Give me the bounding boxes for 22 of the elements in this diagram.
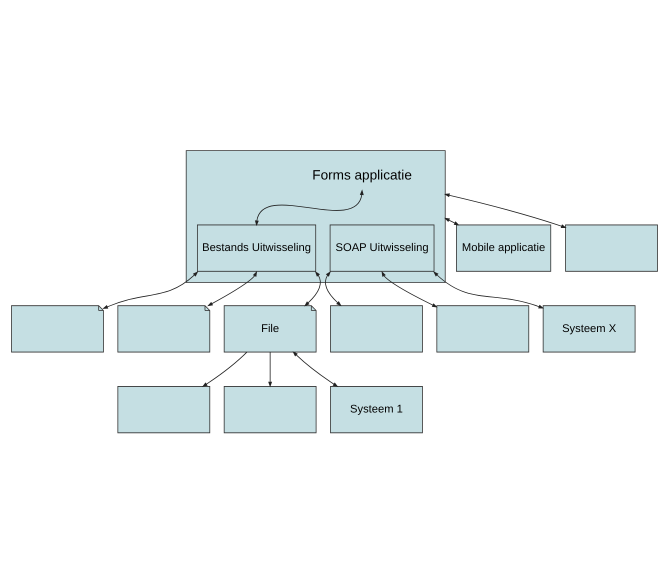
node-box: Bestands Uitwisseling xyxy=(197,224,316,272)
arrow xyxy=(102,271,198,309)
arrow xyxy=(268,352,272,388)
node-box xyxy=(565,224,658,272)
node-box xyxy=(436,305,530,352)
arrow xyxy=(292,351,338,388)
arrow xyxy=(433,271,544,308)
arrow xyxy=(304,271,321,306)
arrow xyxy=(325,271,342,306)
node-box: Systeem X xyxy=(542,305,636,352)
arrow xyxy=(382,271,438,308)
arrow xyxy=(254,189,364,226)
node-box xyxy=(117,386,210,434)
node-box: Systeem 1 xyxy=(330,386,423,434)
node-box xyxy=(330,305,423,352)
arrow xyxy=(207,271,258,306)
node-box xyxy=(224,386,316,434)
arrow xyxy=(444,193,567,228)
arrow xyxy=(202,352,248,388)
node-box: SOAP Uitwisseling xyxy=(330,224,434,272)
arrow xyxy=(444,218,460,226)
node-box: Mobile applicatie xyxy=(456,224,552,272)
